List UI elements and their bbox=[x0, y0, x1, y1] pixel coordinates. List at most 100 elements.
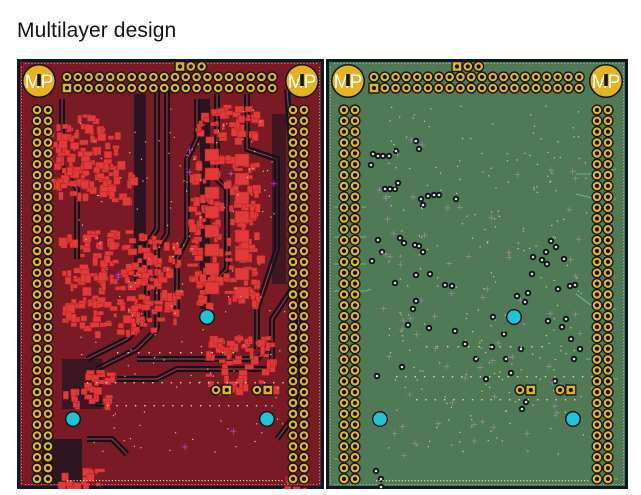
pin-drill bbox=[34, 118, 40, 123]
smd-pad bbox=[97, 310, 104, 316]
pin-drill bbox=[371, 74, 377, 80]
via-dot bbox=[172, 480, 174, 482]
pin-drill bbox=[352, 107, 358, 113]
via-dot bbox=[554, 359, 557, 361]
via-dot bbox=[123, 440, 125, 442]
via-hole bbox=[554, 245, 558, 249]
unrouted-marker bbox=[545, 363, 552, 370]
via-dot bbox=[556, 304, 559, 307]
pin-drill bbox=[45, 205, 51, 210]
smd-pad bbox=[77, 115, 82, 124]
pin-drill bbox=[490, 74, 495, 80]
via-hole bbox=[546, 319, 550, 323]
via-dot bbox=[585, 212, 588, 214]
smd-pad bbox=[101, 282, 106, 291]
via-dot bbox=[414, 140, 416, 143]
pin-drill bbox=[341, 390, 347, 395]
smd-pad bbox=[106, 372, 116, 377]
via-dot bbox=[393, 185, 395, 187]
via-dot bbox=[404, 386, 406, 389]
via-dot bbox=[552, 236, 555, 238]
pin-drill bbox=[290, 411, 296, 416]
via-dot bbox=[388, 328, 391, 330]
via-dot bbox=[520, 480, 522, 482]
pin-drill bbox=[290, 107, 296, 113]
via-hole bbox=[421, 203, 425, 207]
pin-drill bbox=[172, 74, 178, 80]
via-dot bbox=[67, 480, 69, 482]
pin-drill bbox=[290, 465, 296, 471]
via-dot bbox=[524, 152, 526, 154]
via-dot bbox=[453, 399, 455, 401]
via-dot bbox=[143, 411, 146, 413]
via-hole bbox=[379, 485, 383, 489]
via-dot bbox=[271, 480, 273, 482]
via-dot bbox=[520, 346, 522, 348]
via-dot bbox=[200, 405, 202, 407]
smd-pad bbox=[110, 163, 114, 168]
pin-drill bbox=[594, 390, 600, 395]
pin-drill bbox=[290, 346, 296, 351]
via-dot bbox=[452, 480, 454, 482]
via-dot bbox=[185, 480, 187, 482]
via-dot bbox=[393, 143, 395, 146]
via-dot bbox=[211, 480, 213, 482]
pin-drill bbox=[352, 118, 358, 123]
via-dot bbox=[233, 370, 235, 372]
pin-drill bbox=[352, 390, 358, 395]
pin-drill bbox=[533, 74, 539, 80]
via-dot bbox=[262, 170, 264, 172]
via-dot bbox=[547, 151, 549, 153]
smd-pad bbox=[125, 229, 134, 235]
smd-pad bbox=[105, 142, 111, 150]
via-hole bbox=[509, 371, 513, 375]
via-dot bbox=[439, 362, 441, 364]
via-dot bbox=[530, 114, 532, 116]
smd-pad bbox=[92, 256, 98, 267]
smd-pad bbox=[62, 123, 69, 129]
via-dot bbox=[526, 376, 528, 378]
pin-drill bbox=[194, 74, 199, 80]
via-dot bbox=[523, 480, 525, 482]
smd-pad bbox=[94, 468, 99, 475]
pin-drill bbox=[523, 85, 528, 91]
via-dot bbox=[265, 405, 267, 407]
via-dot bbox=[577, 480, 579, 482]
via-dot bbox=[283, 311, 286, 313]
via-dot bbox=[532, 132, 535, 134]
pin-drill bbox=[605, 346, 611, 351]
pin-drill bbox=[594, 162, 600, 167]
via-dot bbox=[544, 376, 547, 378]
power-pad bbox=[204, 243, 220, 257]
via-dot bbox=[389, 120, 391, 122]
via-dot bbox=[232, 210, 235, 212]
pin-drill bbox=[34, 205, 40, 210]
via-dot bbox=[254, 150, 256, 153]
via-dot bbox=[131, 480, 133, 482]
pin-drill bbox=[512, 85, 517, 91]
smd-pad bbox=[148, 239, 153, 245]
via-dot bbox=[546, 399, 548, 401]
via-dot bbox=[460, 105, 462, 107]
via-dot bbox=[188, 235, 190, 237]
via-dot bbox=[191, 148, 193, 150]
via-dot bbox=[427, 446, 429, 448]
pin-drill bbox=[454, 64, 460, 69]
via-hole bbox=[474, 357, 478, 361]
smd-pad bbox=[131, 322, 137, 328]
via-dot bbox=[459, 480, 461, 482]
via-dot bbox=[130, 349, 132, 351]
pin-drill bbox=[352, 216, 358, 221]
via-dot bbox=[516, 376, 519, 378]
pin-drill bbox=[290, 335, 296, 340]
via-dot bbox=[564, 399, 567, 401]
via-dot bbox=[223, 207, 225, 209]
pin-drill bbox=[75, 74, 80, 80]
via-dot bbox=[259, 480, 261, 482]
via-dot bbox=[129, 152, 131, 154]
via-dot bbox=[199, 381, 201, 383]
pin-drill bbox=[290, 129, 296, 134]
pin-drill bbox=[34, 335, 40, 340]
pin-drill bbox=[290, 270, 296, 275]
via-dot bbox=[399, 255, 401, 257]
